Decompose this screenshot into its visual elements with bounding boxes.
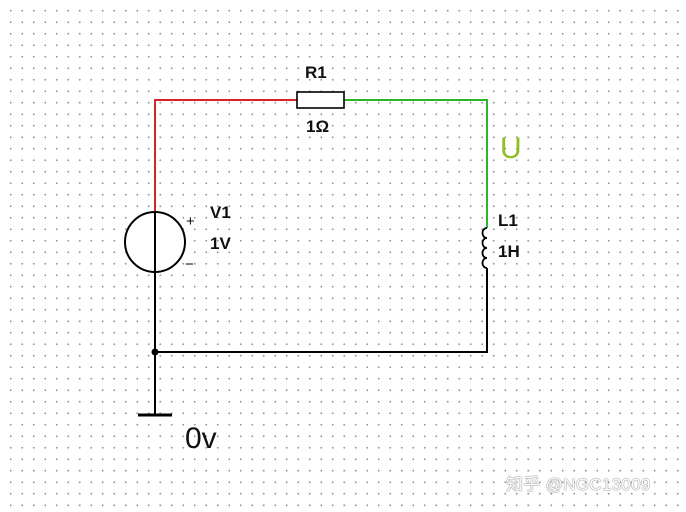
source-minus-sign: − (185, 256, 194, 273)
wire-inductor-return[interactable] (155, 268, 488, 353)
source-value-label: 1V (210, 234, 231, 253)
resistor-name-label: R1 (305, 63, 327, 82)
inductor-value-label: 1H (498, 242, 520, 261)
source-plus-sign: + (186, 213, 195, 230)
resistor-r1[interactable] (296, 91, 345, 109)
inductor-l1[interactable] (481, 227, 488, 269)
wire-red[interactable] (154, 99, 297, 212)
wire-green[interactable] (344, 99, 488, 228)
probe-label[interactable]: U (500, 132, 522, 165)
source-name-label: V1 (210, 203, 231, 222)
watermark-text: 知乎 @NGC13009 (506, 475, 651, 494)
resistor-value-label: 1Ω (306, 117, 330, 136)
inductor-name-label: L1 (498, 211, 518, 230)
junction-node[interactable] (151, 348, 159, 356)
ground-label: 0v (185, 422, 217, 455)
